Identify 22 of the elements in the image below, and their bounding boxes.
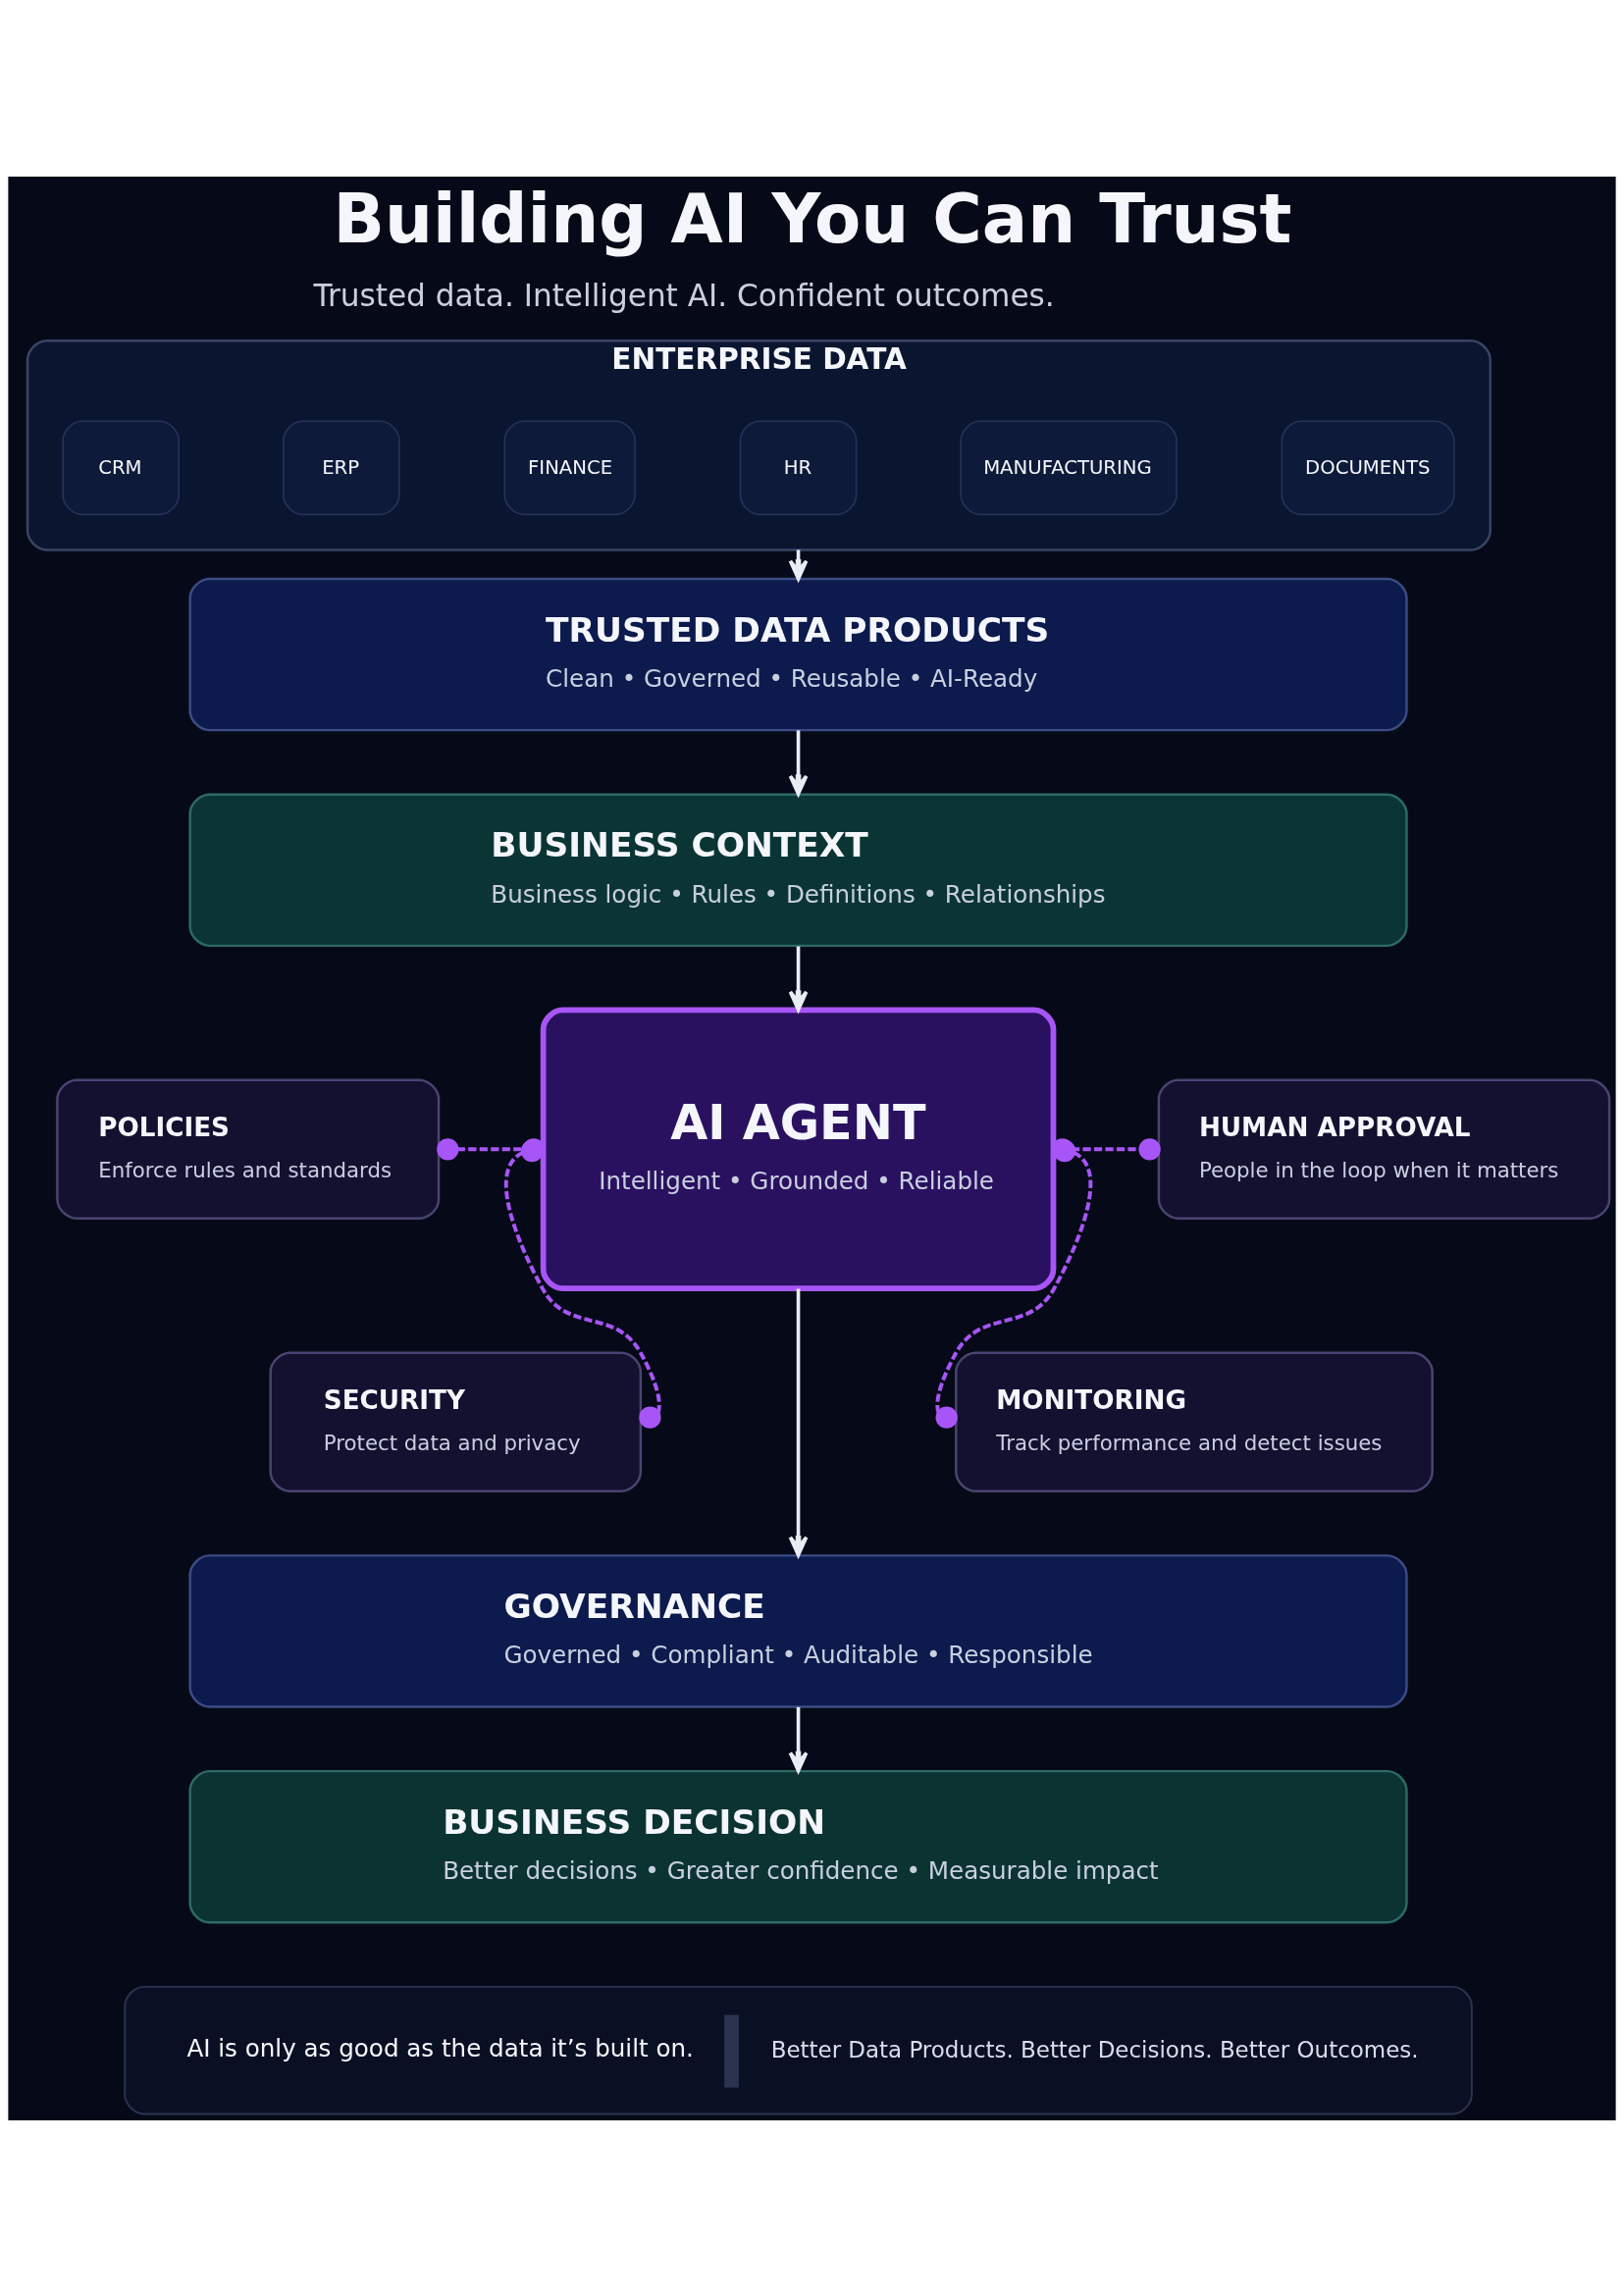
- node-box: BUSINESS CONTEXT Business logic • Rules • Definitions • Relationships: [188, 793, 1408, 947]
- node-box: HR: [739, 419, 858, 515]
- arrow: [788, 1706, 809, 1772]
- node-box: DOCUMENTS: [1281, 419, 1455, 515]
- node-box: CRM: [62, 419, 180, 515]
- node-box: POLICIES Enforce rules and standards: [56, 1078, 441, 1220]
- node-box: ERP: [282, 419, 400, 515]
- node-box: SECURITY Protect data and privacy: [269, 1351, 643, 1492]
- node-box: FINANCE: [503, 419, 636, 515]
- node-box: BUSINESS DECISION Better decisions • Greater confidence • Measurable impact: [188, 1769, 1408, 1923]
- diagram-title: Building AI You Can Trust: [333, 179, 1292, 258]
- node-box: MANUFACTURING: [960, 419, 1178, 515]
- node-box: TRUSTED DATA PRODUCTS Clean • Governed • Reusable • AI-Ready: [188, 577, 1408, 731]
- node-box: GOVERNANCE Governed • Compliant • Auditable • Responsible: [188, 1553, 1408, 1708]
- label: Trusted data. Intelligent AI. Confident outcomes.: [313, 277, 1055, 313]
- node-box: HUMAN APPROVAL People in the loop when it matters: [1157, 1078, 1611, 1220]
- arrow: [788, 946, 809, 1012]
- node-box: AI AGENT Intelligent • Grounded • Reliable: [540, 1007, 1057, 1291]
- node-box: MONITORING Track performance and detect issues: [955, 1351, 1434, 1492]
- node-box: AI is only as good as the data it’s built on. Better Data Products. Better Decisions. Better Outcomes.: [124, 1985, 1473, 2114]
- arrow: [788, 1287, 809, 1557]
- arrow: [788, 729, 809, 796]
